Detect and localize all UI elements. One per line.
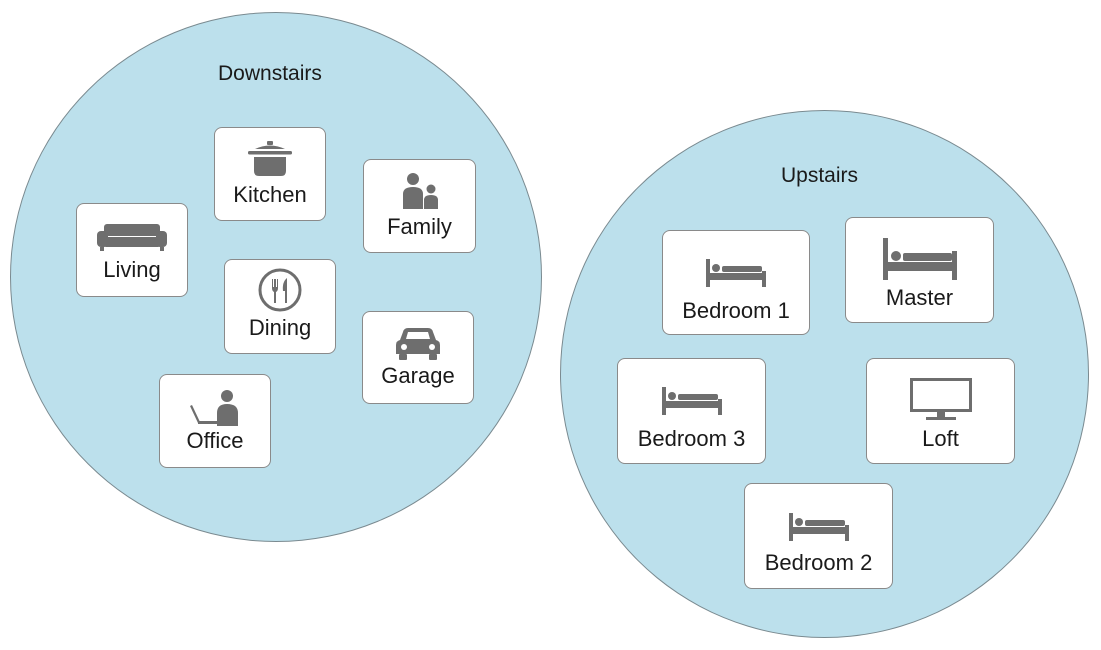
room-dining[interactable]: Dining	[224, 259, 336, 354]
room-label: Master	[885, 285, 954, 310]
room-bedroom-2[interactable]: Bedroom 2	[744, 483, 893, 589]
room-label: Bedroom 1	[682, 298, 790, 323]
upstairs-label: Upstairs	[781, 164, 859, 187]
plate-cutlery-icon	[257, 267, 303, 313]
room-label: Garage	[381, 363, 455, 388]
room-bedroom-3[interactable]: Bedroom 3	[617, 358, 766, 464]
bed-icon	[705, 258, 767, 288]
tv-icon	[909, 378, 972, 422]
room-label: Living	[103, 257, 161, 282]
room-label: Office	[186, 428, 244, 453]
downstairs-label: Downstairs	[218, 62, 322, 85]
room-kitchen[interactable]: Kitchen	[214, 127, 326, 221]
pot-icon	[247, 140, 293, 178]
room-label: Bedroom 3	[637, 426, 746, 451]
family-icon	[400, 172, 440, 210]
room-office[interactable]: Office	[159, 374, 271, 468]
room-living[interactable]: Living	[76, 203, 188, 297]
person-laptop-icon	[188, 389, 242, 427]
bed-icon	[661, 386, 723, 416]
room-label: Bedroom 2	[764, 550, 873, 575]
room-garage[interactable]: Garage	[362, 311, 474, 404]
room-master[interactable]: Master	[845, 217, 994, 323]
bed-icon	[788, 512, 850, 542]
room-loft[interactable]: Loft	[866, 358, 1015, 464]
car-icon	[395, 326, 441, 362]
room-label: Family	[387, 214, 452, 239]
room-label: Dining	[248, 315, 312, 340]
room-family[interactable]: Family	[363, 159, 476, 253]
sofa-icon	[96, 222, 168, 252]
room-bedroom-1[interactable]: Bedroom 1	[662, 230, 810, 335]
bed-headboard-icon	[882, 237, 958, 281]
room-label: Loft	[922, 426, 959, 451]
room-label: Kitchen	[233, 182, 307, 207]
